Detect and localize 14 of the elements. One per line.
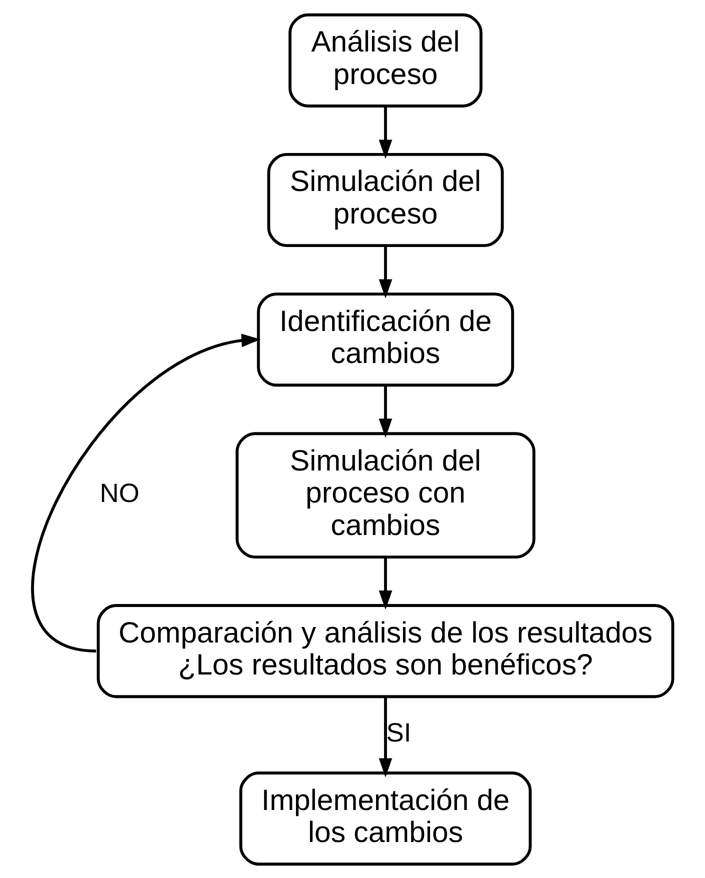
node-box: Simulación del proceso con cambios [236, 432, 536, 558]
node-box: Análisis del proceso [288, 12, 482, 107]
node-box: Identificación de cambios [256, 292, 514, 386]
arrow [378, 106, 392, 158]
edge-label: NO [100, 477, 140, 508]
arrow [378, 696, 392, 777]
arrow [378, 556, 392, 610]
arrow [378, 384, 392, 438]
edge-label: SI [386, 716, 412, 747]
node-box: Comparación y análisis de los resultados ¿Los resultados son benéficos? [96, 604, 674, 698]
arrow [32, 333, 261, 652]
node-box: Implementación de los cambios [239, 771, 532, 866]
arrow [378, 245, 392, 298]
node-box: Simulación del proceso [267, 152, 504, 247]
